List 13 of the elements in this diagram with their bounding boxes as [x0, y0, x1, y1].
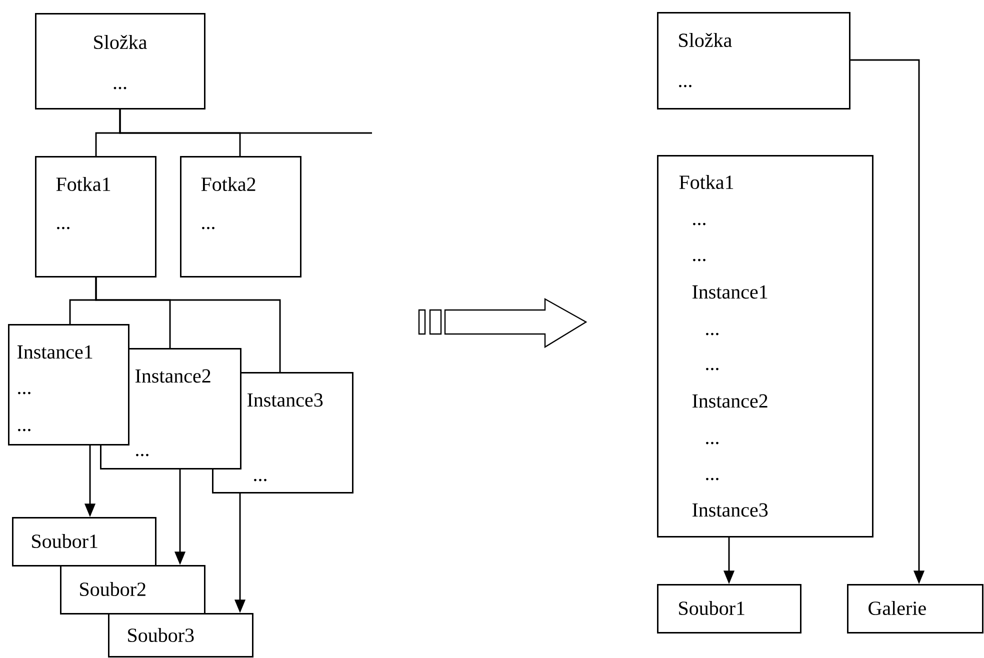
box: Soubor2	[60, 565, 206, 614]
box: Složka ...	[35, 13, 206, 110]
box: Galerie	[847, 584, 984, 634]
box: Fotka1 ... ... Instance1 ... ... Instance2 ... ... Instance3	[657, 155, 874, 538]
box: Fotka1 ...	[35, 156, 156, 278]
connector-line	[95, 277, 281, 372]
box: Soubor1	[657, 584, 802, 634]
box: Fotka2 ...	[180, 156, 302, 278]
box: Instance1 ... ...	[8, 324, 130, 446]
box: Soubor1	[12, 517, 156, 566]
box: Soubor3	[108, 613, 254, 658]
connector-line	[119, 109, 372, 134]
box: Složka ...	[657, 12, 850, 110]
